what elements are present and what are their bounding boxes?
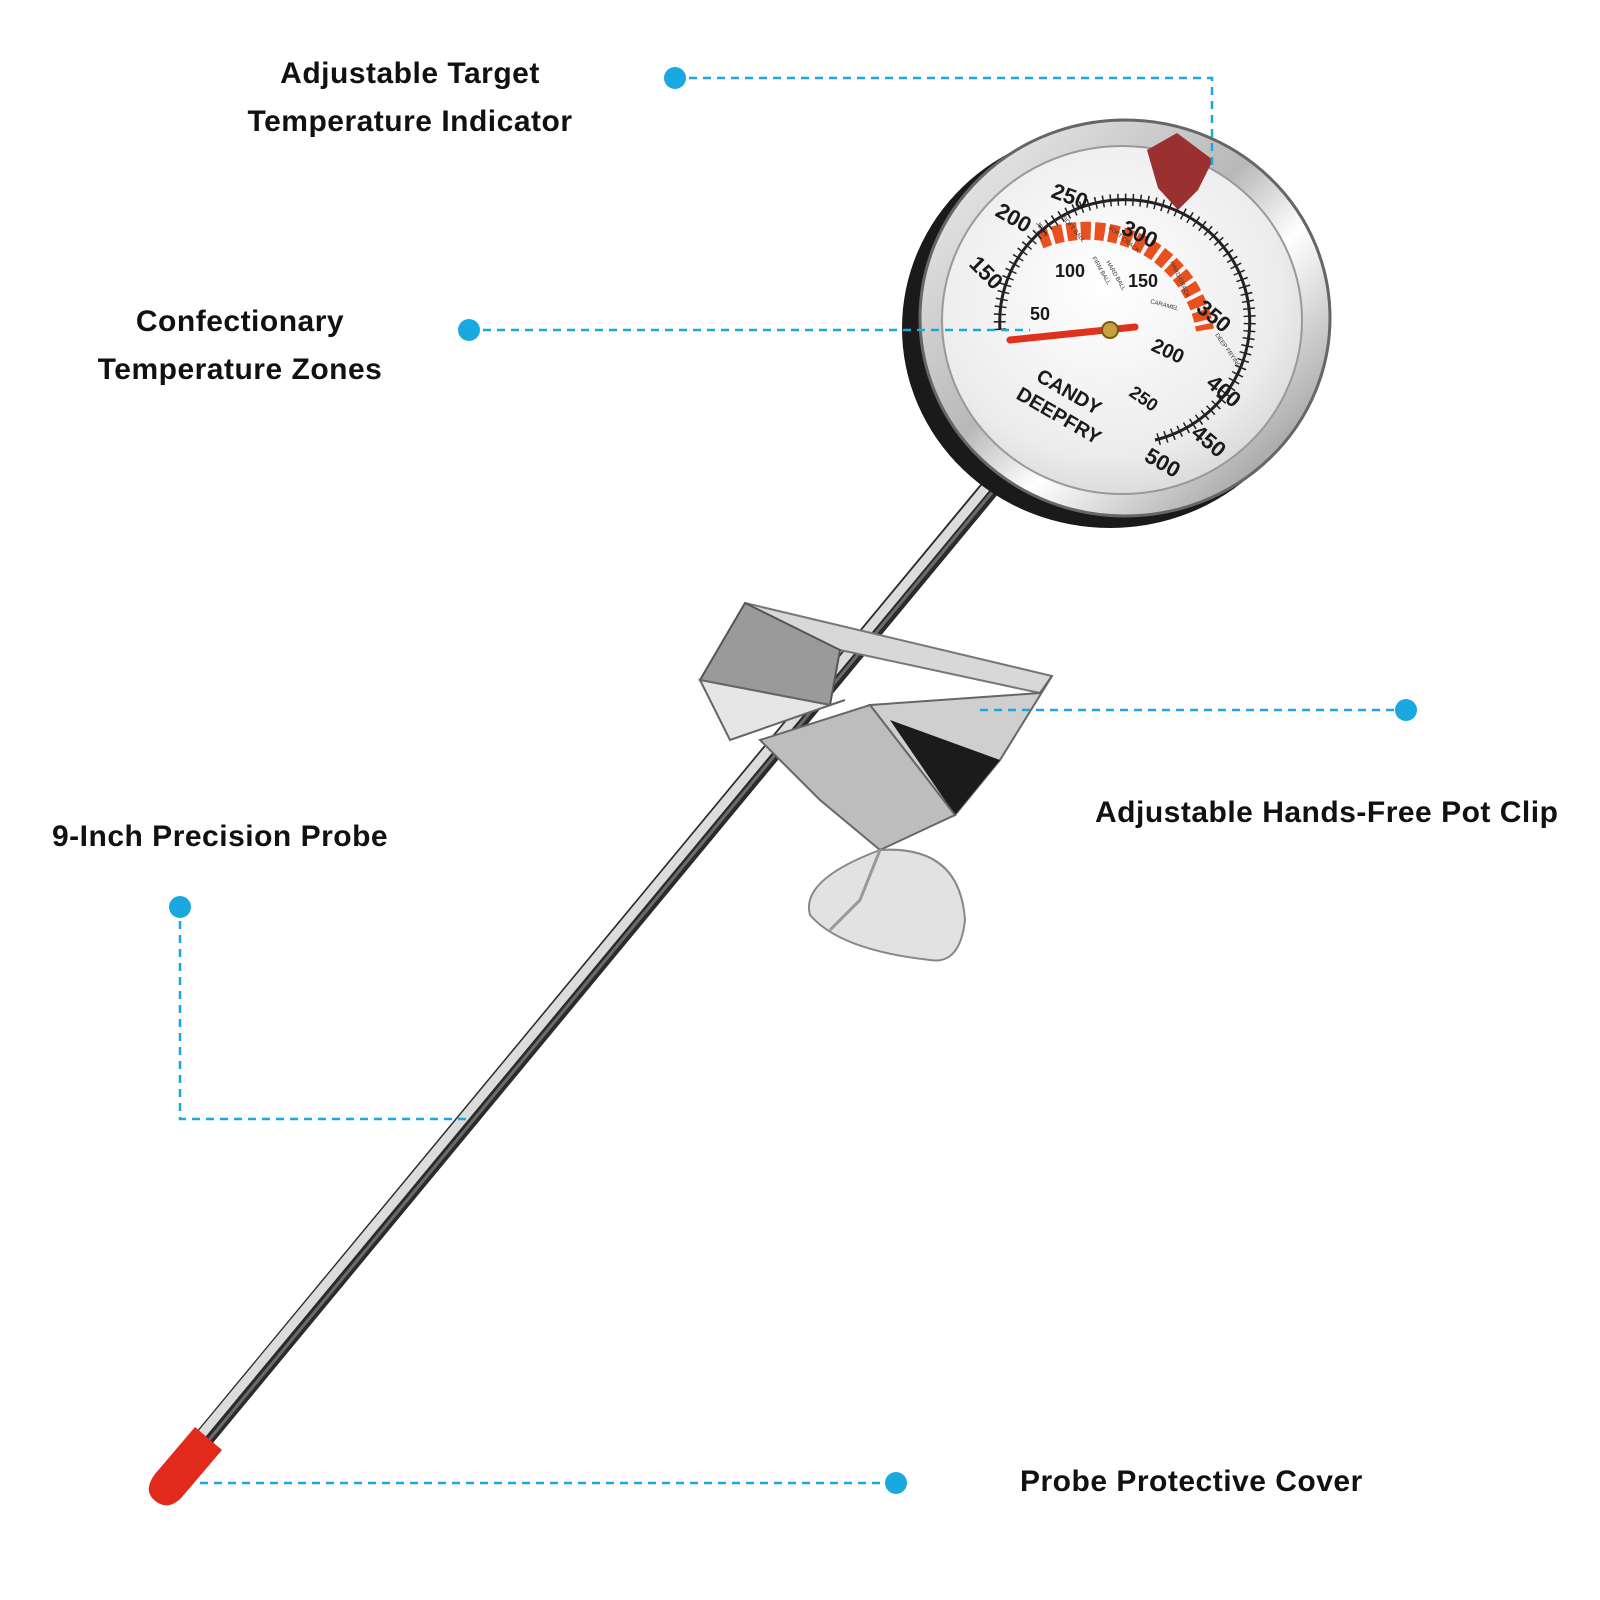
callout-target-line2: Temperature Indicator [247,105,573,138]
callout-dot-probe [169,896,191,918]
callout-target-indicator: Adjustable Target Temperature Indicator [240,50,580,146]
callout-probe: 9-Inch Precision Probe [52,820,389,853]
probe-cover [148,1427,222,1506]
dial-inner-100: 100 [1055,261,1085,281]
callout-dot-zones [458,319,480,341]
callout-zones-line1: Confectionary [135,305,345,338]
callout-dot-clip [1395,699,1417,721]
pot-clip [698,601,1054,962]
dial-inner-150: 150 [1128,271,1158,291]
dial-inner-50: 50 [1030,304,1050,324]
thermometer-dial [902,118,1332,528]
target-indicator-icon [1147,133,1213,210]
probe-rod [180,460,1015,1465]
callout-lines [178,76,1406,1485]
callout-temp-zones: Confectionary Temperature Zones [90,298,390,394]
callout-dots [169,67,1417,1494]
callout-cover: Probe Protective Cover [1020,1465,1363,1498]
callout-pot-clip: Adjustable Hands-Free Pot Clip [1095,796,1559,829]
callout-dot-cover [885,1472,907,1494]
callout-target-line1: Adjustable Target [280,57,540,90]
callout-zones-line2: Temperature Zones [97,353,383,386]
callout-dot-target [664,67,686,89]
zone-band [1036,221,1214,332]
